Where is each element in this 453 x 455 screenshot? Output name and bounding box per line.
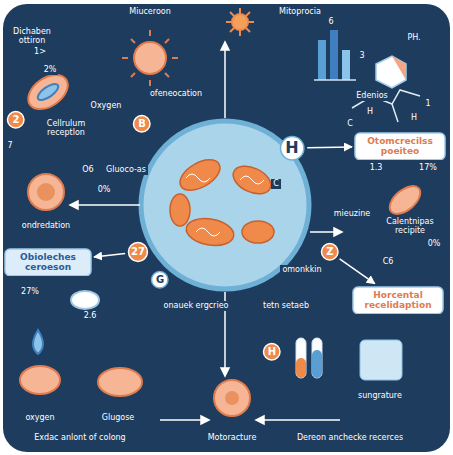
text-label: 6 [326, 17, 335, 26]
node-text: H [285, 139, 298, 157]
central-cell [141, 121, 309, 289]
node-text: H [268, 346, 276, 358]
text-label: 3 [357, 51, 366, 60]
spiky-cell [122, 30, 178, 86]
connector-arrow [340, 259, 375, 284]
text-label: C [271, 179, 281, 188]
text-label: oxygen [23, 413, 56, 422]
sun [226, 8, 254, 36]
text-label: 27% [19, 287, 41, 296]
node-text: Z [326, 246, 333, 258]
callout-circle: H [279, 135, 305, 161]
text-label: PH. [405, 33, 422, 42]
connector-arrow [94, 253, 125, 256]
tissue-panel [360, 340, 402, 380]
text-label: 17% [417, 163, 439, 172]
text-label: Motoracture [206, 433, 259, 442]
callout-circle: 27 [127, 241, 149, 263]
text-label: Exdac anlont of colong [32, 433, 127, 442]
molecule [352, 56, 420, 122]
text-label: Cellrulum receptlon [29, 119, 103, 137]
text-label: Edenios [354, 91, 389, 100]
text-label: sungrature [356, 391, 404, 400]
text-label: O6 [80, 165, 95, 174]
text-label: Mitoprocia [277, 7, 323, 16]
text-label: 0% [96, 185, 113, 194]
text-label: tetn setaeb [261, 301, 311, 310]
label-box: Horcental recelidaption [352, 286, 444, 315]
callout-circle: B [132, 114, 152, 134]
node-text: 27 [131, 246, 145, 258]
text-label: H [365, 107, 375, 116]
callout-circle: H [262, 342, 282, 362]
panel [3, 4, 450, 452]
text-label: onauek ergcrieo [162, 301, 231, 310]
connector-arrow [307, 146, 352, 148]
text-label: 2% [42, 65, 59, 74]
node-text: Otomcrecilss poeiteo [360, 136, 440, 157]
label-box: Obioleches ceroeson [4, 248, 92, 277]
text-label: Dereon anchecke recerces [295, 433, 405, 442]
node-text: Horcental recelidaption [358, 290, 438, 311]
text-label: Glugose [100, 413, 137, 422]
text-label: 7 [5, 141, 14, 150]
text-label: omonkkin [280, 265, 323, 274]
text-label: mieuzine [332, 209, 372, 218]
text-label: 1> [32, 47, 48, 56]
bar-chart [314, 30, 356, 80]
text-label: 2.6 [82, 311, 99, 320]
text-label: Calentnipas recipite [373, 217, 447, 235]
flow-arrows [70, 42, 342, 424]
callout-circle: Z [320, 242, 340, 262]
text-label: C [345, 119, 355, 128]
text-label: Miuceroon [127, 7, 173, 16]
callout-circle: 2 [6, 110, 26, 130]
text-label: 1 [423, 99, 432, 108]
node-text: Obioleches ceroeson [10, 252, 86, 273]
text-label: 0% [426, 239, 443, 248]
text-label: Dichaben ottiron [5, 27, 59, 45]
node-text: 2 [13, 114, 20, 126]
text-label: H [409, 113, 419, 122]
node-text: G [156, 274, 164, 286]
text-label: ofeneocation [148, 89, 204, 98]
callout-circle: G [150, 270, 170, 290]
test-tubes [296, 338, 322, 378]
text-label: C6 [381, 257, 396, 266]
text-label: Gluoco-as [104, 165, 148, 174]
node-text: B [138, 118, 146, 130]
text-label: ondredation [20, 221, 72, 230]
cells [20, 30, 425, 416]
text-label: Oxygen [89, 101, 124, 110]
label-box: Otomcrecilss poeiteo [354, 132, 446, 161]
text-label: 1.3 [368, 163, 385, 172]
